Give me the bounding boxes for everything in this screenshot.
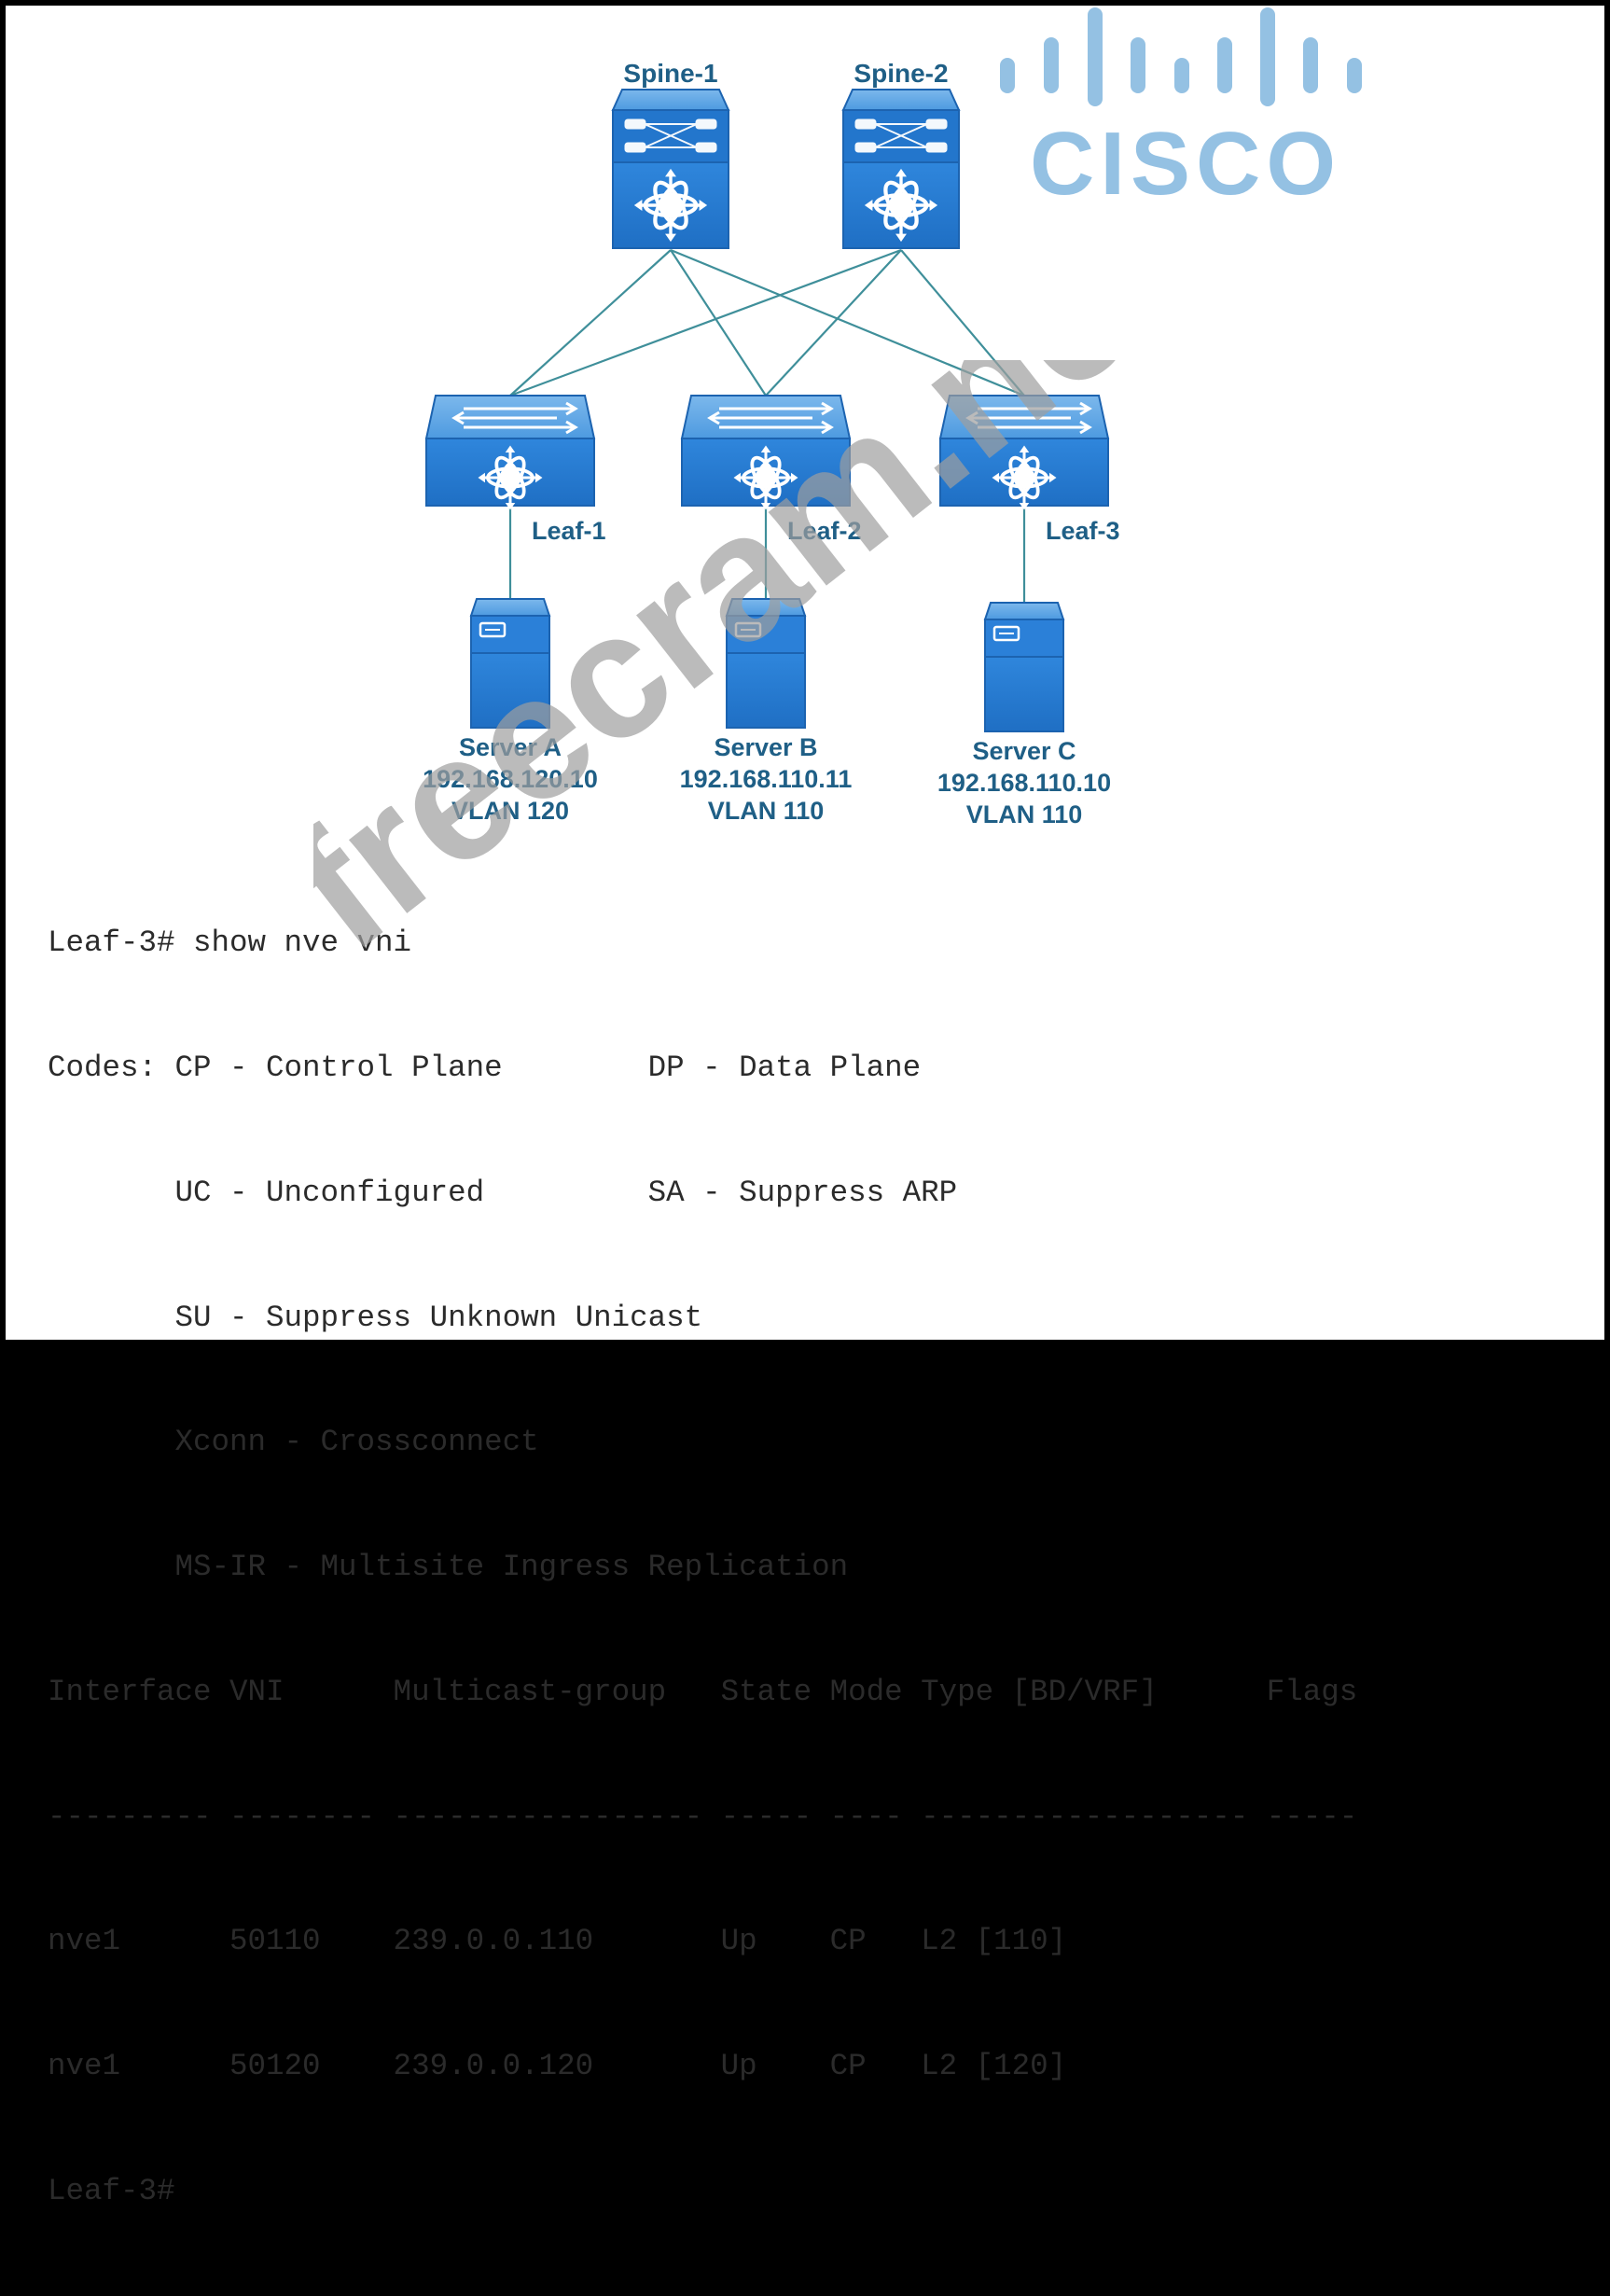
drive-bay-icon bbox=[479, 621, 507, 638]
cli-codes-line: Xconn - Crossconnect bbox=[48, 1425, 539, 1460]
server-vlan: VLAN 110 bbox=[708, 797, 825, 825]
link-spine-1-leaf-2 bbox=[670, 249, 767, 397]
link-spine-2-leaf-1 bbox=[509, 248, 902, 397]
server-vlan: VLAN 120 bbox=[451, 797, 569, 825]
leaf-label: Leaf-2 bbox=[787, 517, 862, 545]
link-spine-1-leaf-1 bbox=[509, 249, 672, 397]
cisco-wordmark: CISCO bbox=[1030, 114, 1341, 202]
cli-command-line: Leaf-3# show nve vni bbox=[48, 925, 412, 961]
server-vlan: VLAN 110 bbox=[966, 800, 1083, 827]
spine-label: Spine-1 bbox=[623, 59, 717, 88]
cli-table-row: nve1 50120 239.0.0.120 Up CP L2 [120] bbox=[48, 2049, 1067, 2084]
drive-bay-icon bbox=[734, 621, 762, 638]
server-ip: 192.168.110.10 bbox=[937, 769, 1111, 797]
cli-table-separator: --------- -------- ----------------- ---… bbox=[48, 1799, 1358, 1834]
server-name: Server A bbox=[459, 733, 562, 761]
cli-codes-line: Codes: CP - Control Plane DP - Data Plan… bbox=[48, 1050, 922, 1085]
figure-frame: Spine-1 Spine-2 bbox=[6, 6, 1604, 2208]
leaf-label: Leaf-1 bbox=[532, 517, 606, 545]
leaf-label: Leaf-3 bbox=[1046, 517, 1120, 545]
link-spine-1-leaf-3 bbox=[670, 248, 1025, 397]
arrows-icon bbox=[707, 401, 834, 435]
cli-table-header: Interface VNI Multicast-group State Mode… bbox=[48, 1674, 1358, 1709]
spine-switch: Spine-1 bbox=[611, 59, 730, 249]
leaf-switch: Leaf-2 bbox=[680, 395, 862, 545]
server bbox=[983, 602, 1065, 732]
server-ip: 192.168.120.10 bbox=[423, 765, 598, 793]
link-spine-2-leaf-2 bbox=[765, 249, 902, 397]
arrows-icon bbox=[965, 401, 1092, 435]
cisco-logo: CISCO bbox=[1000, 7, 1362, 202]
cli-codes-line: MS-IR - Multisite Ingress Replication bbox=[48, 1550, 849, 1585]
arrows-icon bbox=[451, 401, 578, 435]
server bbox=[469, 598, 551, 729]
cli-output: Leaf-3# show nve vni Codes: CP - Control… bbox=[48, 840, 1357, 2296]
server-name: Server C bbox=[972, 737, 1076, 765]
leaf-switch: Leaf-1 bbox=[424, 395, 606, 545]
drive-bay-icon bbox=[992, 625, 1020, 642]
cli-prompt: Leaf-3# bbox=[48, 2174, 175, 2208]
server bbox=[725, 598, 807, 729]
network-topology: Spine-1 Spine-2 bbox=[423, 59, 1120, 827]
server-name: Server B bbox=[714, 733, 817, 761]
leaf-switch: Leaf-3 bbox=[938, 395, 1120, 545]
link-spine-2-leaf-3 bbox=[900, 249, 1025, 397]
spine-label: Spine-2 bbox=[854, 59, 948, 88]
server-ip: 192.168.110.11 bbox=[680, 765, 853, 793]
spine-switch: Spine-2 bbox=[841, 59, 961, 249]
cli-codes-line: SU - Suppress Unknown Unicast bbox=[48, 1300, 703, 1335]
cli-codes-line: UC - Unconfigured SA - Suppress ARP bbox=[48, 1175, 958, 1210]
cli-table-row: nve1 50110 239.0.0.110 Up CP L2 [110] bbox=[48, 1924, 1067, 1959]
